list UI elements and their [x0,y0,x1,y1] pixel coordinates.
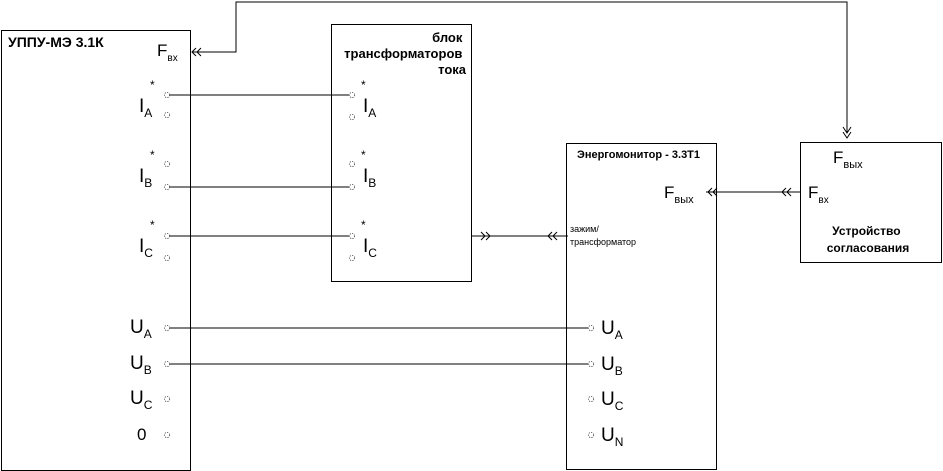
transformer-current-ia: * IA [361,78,376,120]
clamp-label: зажим/ трансформатор [570,224,636,247]
uppu-voltages: UA UB UC 0 [130,317,153,444]
uppu-current-ib: * IB [139,148,155,190]
svg-text:*: * [150,148,155,162]
svg-text:*: * [361,148,366,162]
coordinator-block [800,142,942,263]
em-voltage-un: UN [601,425,623,449]
svg-text:IC: IC [363,236,377,260]
uppu-terminals [163,92,170,438]
energomonitor-terminals [588,324,595,438]
svg-text:*: * [150,218,155,232]
svg-text:IB: IB [139,166,152,190]
svg-text:IA: IA [139,96,152,120]
coordinator-title: Устройство согласования [827,224,910,255]
svg-text:IC: IC [139,236,153,260]
uppu-current-ia: * IA [139,78,155,120]
uppu-voltage-uc: UC [130,388,153,412]
energomonitor-voltages: UA UB UC UN [601,318,624,449]
svg-text:IA: IA [363,96,376,120]
uppu-title: УППУ-МЭ 3.1К [8,34,104,50]
feedback-wire [192,1,848,132]
uppu-voltage-ub: UB [130,353,152,377]
energomonitor-block [566,143,717,470]
uppu-block [1,30,191,471]
uppu-current-ic: * IC [139,218,155,260]
em-voltage-ua: UA [601,318,623,342]
energomonitor-title: Энергомонитор - 3.3Т1 [577,149,700,161]
svg-text:IB: IB [363,166,376,190]
transformer-block [331,24,472,282]
transformer-terminals [348,92,355,261]
coordinator-f-out-label: Fвых [833,148,863,171]
svg-text:*: * [361,218,366,232]
transformer-current-ib: * IB [361,148,376,190]
uppu-voltage-zero: 0 [137,425,146,444]
em-voltage-uc: UC [601,389,624,413]
uppu-f-in-label: Fвх [157,41,178,64]
transformer-current-ic: * IC [361,218,377,260]
em-voltage-ub: UB [601,354,623,378]
coordinator-f-in-arrow [842,126,852,139]
coordinator-f-in-label: Fвх [808,183,829,206]
uppu-voltage-ua: UA [130,317,152,341]
energomonitor-f-out-label: Fвых [664,183,694,206]
svg-text:*: * [150,78,155,92]
svg-text:*: * [361,78,366,92]
transformer-title: блок трансформаторов тока [344,30,467,77]
